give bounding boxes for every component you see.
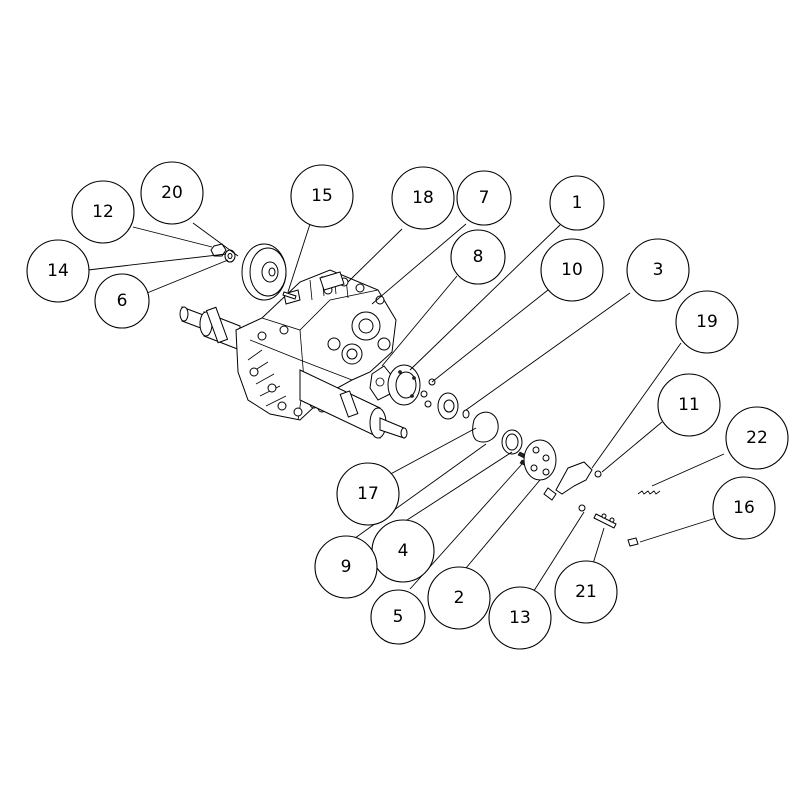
callout-3: 3 [626,238,690,302]
callout-9: 9 [314,535,378,599]
svg-text:3: 3 [653,260,664,280]
svg-text:7: 7 [479,188,490,208]
rod [593,513,617,529]
svg-text:17: 17 [357,484,379,504]
svg-text:10: 10 [561,260,583,280]
svg-text:21: 21 [575,582,597,602]
return-spring [637,490,661,495]
callout-14: 14 [26,239,90,303]
svg-text:14: 14 [47,261,69,281]
lever-bolt [594,470,602,478]
callout-4: 4 [371,519,435,583]
retaining-ring [501,429,523,455]
cover-plate [387,364,421,406]
callout-21: 21 [554,560,618,624]
callout-19: 19 [675,290,739,354]
o-ring [472,411,499,443]
svg-text:22: 22 [746,428,768,448]
svg-text:12: 12 [92,202,114,222]
svg-text:15: 15 [311,186,333,206]
callout-7: 7 [456,170,512,226]
svg-text:11: 11 [678,395,700,415]
key [282,291,297,300]
svg-text:18: 18 [412,188,434,208]
bolts [420,378,436,408]
svg-text:20: 20 [161,183,183,203]
svg-text:6: 6 [117,291,128,311]
callout-13: 13 [488,586,552,650]
svg-text:8: 8 [473,247,484,267]
svg-text:9: 9 [341,557,352,577]
brake-lever [555,461,593,495]
callout-1: 1 [549,175,605,231]
callouts: 20 12 14 6 15 18 7 8 [26,161,789,650]
callout-12: 12 [71,180,135,244]
svg-text:2: 2 [454,588,465,608]
callout-15: 15 [290,164,354,228]
callout-2: 2 [427,566,491,630]
callout-8: 8 [450,229,506,285]
pulley [241,243,287,301]
callout-10: 10 [540,238,604,302]
brake-disc [437,392,470,420]
callout-18: 18 [391,166,455,230]
svg-text:5: 5 [393,607,404,627]
callout-20: 20 [140,161,204,225]
svg-text:4: 4 [398,541,409,561]
brake-cover [523,439,557,501]
callout-11: 11 [657,373,721,437]
callout-6: 6 [94,273,150,329]
pivot-bolt [578,504,586,512]
screw [627,537,639,547]
svg-text:13: 13 [509,608,531,628]
svg-text:16: 16 [733,498,755,518]
callout-16: 16 [712,476,776,540]
svg-text:1: 1 [572,193,583,213]
callout-17: 17 [336,462,400,526]
transaxle-housing [179,269,408,439]
callout-22: 22 [725,406,789,470]
nut-and-washer [210,243,236,263]
callout-5: 5 [370,589,426,645]
svg-text:19: 19 [696,312,718,332]
